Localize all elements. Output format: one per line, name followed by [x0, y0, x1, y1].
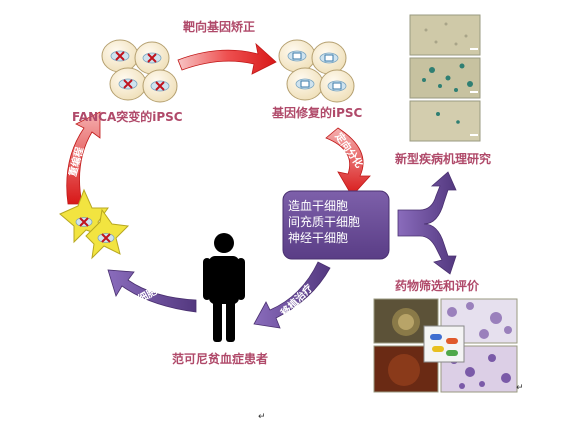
patient-label: 范可尼贫血症患者 [172, 352, 269, 366]
cell-types-box [282, 190, 390, 260]
return-mark-2: ↵ [258, 412, 266, 422]
transplant-arrow [253, 261, 331, 329]
cell-types-list: 造血干细胞 间充质干细胞 神经干细胞 [288, 198, 388, 246]
fork-arrow [397, 171, 457, 275]
new-mechanism-label: 新型疾病机理研究 [395, 152, 492, 166]
patient-figure [203, 233, 245, 342]
mechanism-photos [409, 14, 481, 142]
gene-correction-arrow [177, 42, 277, 75]
drug-screening-label: 药物筛选和评价 [395, 279, 480, 293]
repaired-ipsc-cluster [278, 39, 355, 103]
cell-type-hematopoietic: 造血干细胞 [288, 199, 349, 213]
reprogramming-arrow [66, 111, 101, 205]
fanca-ipsc-cluster [101, 39, 178, 103]
cell-type-mesenchymal: 间充质干细胞 [288, 215, 361, 229]
somatic-cells [59, 188, 130, 260]
fanca-ipsc-label: FANCA突变的iPSC [72, 110, 183, 124]
drug-screening-photos [373, 298, 518, 393]
return-mark-1: ↵ [516, 383, 524, 393]
directed-diff-arrow [325, 127, 371, 197]
gene-correction-label: 靶向基因矫正 [183, 20, 256, 34]
somatic-isolation-arrow [107, 269, 197, 313]
cell-type-neural: 神经干细胞 [288, 231, 349, 245]
repaired-ipsc-label: 基因修复的iPSC [272, 106, 363, 120]
